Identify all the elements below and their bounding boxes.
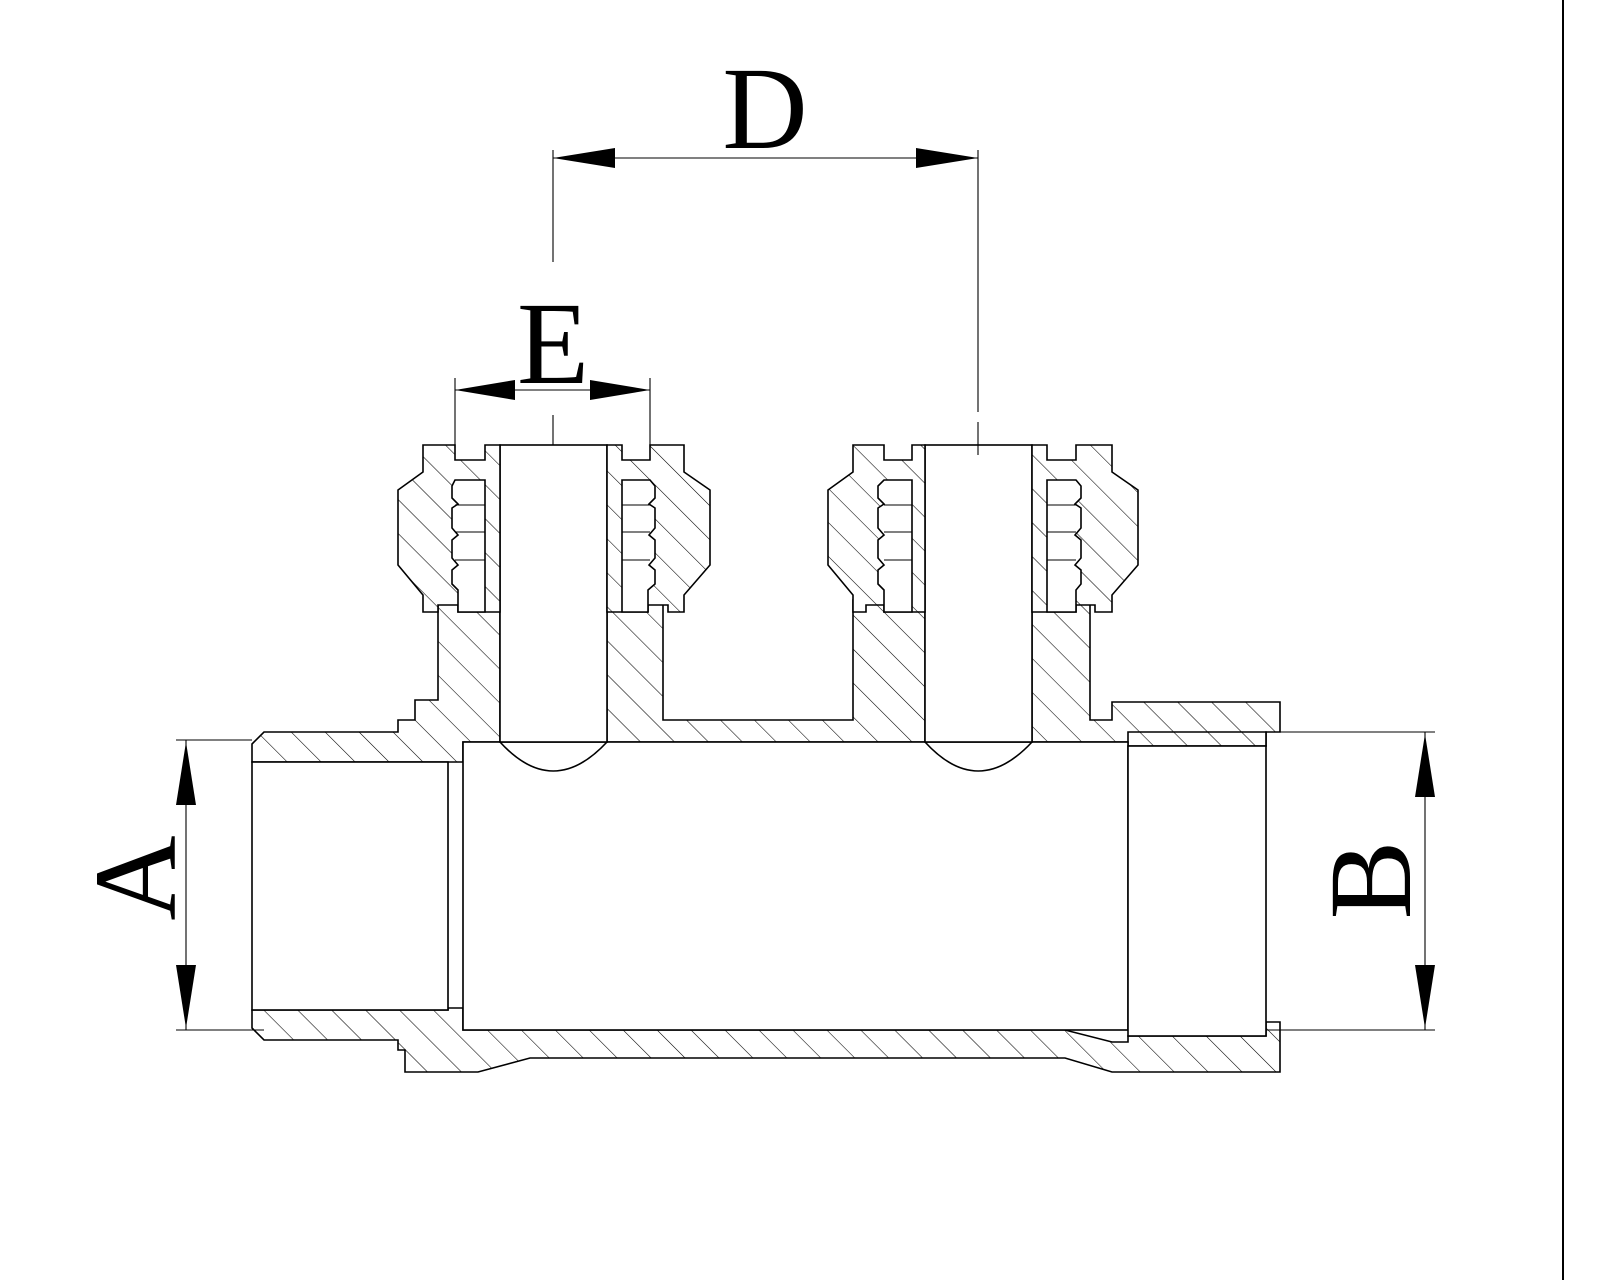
- right-branch-fitting: [827, 444, 1139, 743]
- dim-d-arrow-right: [916, 148, 978, 168]
- dim-a-arrow-bottom: [176, 965, 196, 1028]
- dim-e-arrow-left: [455, 380, 515, 400]
- body-top-wall-right: [1031, 599, 1281, 747]
- dim-b-label: B: [1305, 841, 1436, 920]
- dim-d-arrow-left: [553, 148, 615, 168]
- left-branch-fitting: [397, 444, 711, 743]
- left-branch-bore: [499, 444, 608, 743]
- right-ferrule-left: [877, 479, 913, 613]
- dim-a-label: A: [70, 835, 201, 920]
- left-ferrule-right: [621, 479, 656, 613]
- branch-bore-arc-left: [499, 741, 608, 772]
- right-socket-bore: [1127, 745, 1267, 1037]
- manifold-body: [251, 594, 1281, 1073]
- left-socket-bore: [251, 761, 449, 1011]
- body-top-wall: [251, 594, 501, 763]
- dim-e-arrow-right: [590, 380, 650, 400]
- dim-a-arrow-top: [176, 742, 196, 805]
- main-bore: [462, 741, 1129, 1031]
- dimension-a: A: [70, 739, 264, 1031]
- body-top-wall-center: [606, 599, 926, 743]
- dim-d-label: D: [722, 43, 807, 174]
- dim-b-arrow-bottom: [1415, 965, 1435, 1028]
- right-ferrule-right: [1046, 479, 1082, 613]
- dimension-d: D: [552, 43, 979, 455]
- right-branch-bore: [924, 444, 1033, 743]
- dim-b-arrow-top: [1415, 734, 1435, 797]
- branch-bore-arc-right: [924, 741, 1033, 772]
- right-socket-top-band: [1127, 731, 1267, 747]
- dimension-e: E: [454, 278, 651, 448]
- dimension-b: B: [1128, 731, 1436, 1031]
- left-ferrule-left: [451, 479, 486, 613]
- dim-e-label: E: [517, 278, 589, 409]
